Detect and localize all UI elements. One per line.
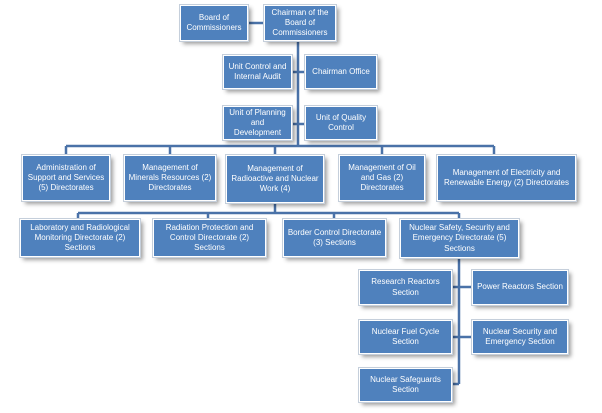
mgmt-oil-gas-box: Management of Oil and Gas (2) Directorat… [338, 154, 426, 202]
chairman-office-box: Chairman Office [304, 54, 378, 90]
unit-planning-box: Unit of Planning and Development [222, 105, 293, 141]
nuclear-safety-box: Nuclear Safety, Security and Emergency D… [399, 218, 520, 259]
nuclear-security-box: Nuclear Security and Emergency Section [471, 319, 569, 355]
admin-support-box: Administration of Support and Services (… [21, 154, 111, 202]
radiation-protection-box: Radiation Protection and Control Directo… [152, 218, 267, 258]
unit-quality-box: Unit of Quality Control [304, 105, 378, 141]
border-control-box: Border Control Directorate (3) Sections [282, 218, 387, 258]
research-reactors-box: Research Reactors Section [358, 269, 453, 306]
power-reactors-box: Power Reactors Section [471, 269, 569, 306]
mgmt-radioactive-box: Management of Radioactive and Nuclear Wo… [225, 154, 325, 204]
unit-control-audit-box: Unit Control and Internal Audit [222, 54, 293, 90]
lab-radiological-box: Laboratory and Radiological Monitoring D… [19, 218, 141, 258]
mgmt-minerals-box: Management of Minerals Resources (2) Dir… [123, 154, 217, 202]
mgmt-electricity-box: Management of Electricity and Renewable … [436, 154, 577, 202]
chairman-box: Chairman of the Board of Commissioners [263, 4, 337, 42]
nuclear-fuel-box: Nuclear Fuel Cycle Section [358, 319, 453, 355]
board-of-commissioners-box: Board of Commissioners [179, 4, 249, 42]
nuclear-safeguards-box: Nuclear Safeguards Section [358, 367, 453, 403]
